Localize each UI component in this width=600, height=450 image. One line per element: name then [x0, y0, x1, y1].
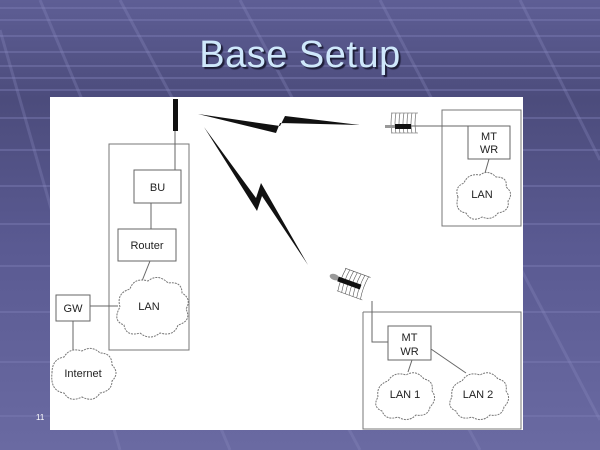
router-to-lan-line: [141, 260, 151, 282]
network-diagram: BU Router LAN GW Internet: [51, 99, 522, 430]
remote-site-1-enclosure: [441, 109, 522, 227]
router-node[interactable]: Router: [117, 228, 177, 262]
remote-site-2-enclosure: [362, 311, 522, 430]
base-lan-label: LAN: [138, 301, 159, 313]
base-antenna-icon: [173, 99, 178, 131]
remote-antenna-2-icon: [329, 267, 371, 301]
slide-title: Base Setup: [199, 34, 401, 76]
remote-2-mtwr-node[interactable]: MT WR: [387, 325, 432, 361]
wireless-link-icon-1: [198, 114, 360, 133]
bu-label: BU: [150, 182, 165, 194]
remote-1-mtwr-to-lan-line: [484, 158, 490, 174]
remote-2-lan2-cloud[interactable]: LAN 2: [449, 372, 510, 421]
antenna-2-to-mtwr-line: [371, 301, 388, 343]
router-label: Router: [130, 240, 163, 252]
remote-1-lan-cloud[interactable]: LAN: [456, 171, 512, 220]
remote-1-lan-label: LAN: [471, 189, 492, 201]
slide-number: 11: [36, 413, 45, 422]
bu-node[interactable]: BU: [133, 169, 182, 204]
internet-cloud[interactable]: Internet: [51, 347, 117, 400]
mtwr-to-lan2-line: [430, 348, 467, 374]
gw-label: GW: [64, 303, 84, 315]
antenna-1-to-mtwr-line: [411, 125, 469, 134]
remote-1-mtwr-line1: MT: [481, 131, 497, 143]
wireless-link-icon-2: [204, 127, 308, 265]
lan2-label: LAN 2: [463, 389, 494, 401]
remote-2-lan1-cloud[interactable]: LAN 1: [375, 372, 436, 421]
gw-node[interactable]: GW: [55, 294, 91, 322]
remote-1-mtwr-node[interactable]: MT WR: [467, 125, 511, 160]
base-lan-cloud[interactable]: LAN: [116, 277, 189, 338]
internet-label: Internet: [64, 368, 101, 380]
remote-2-mtwr-line2: WR: [400, 346, 418, 358]
diagram-canvas: BU Router LAN GW Internet: [50, 97, 523, 430]
base-site-enclosure: [108, 143, 190, 351]
remote-antenna-1-icon: [385, 112, 418, 134]
remote-1-mtwr-line2: WR: [480, 144, 498, 156]
lan1-label: LAN 1: [390, 389, 421, 401]
mtwr-to-lan1-line: [407, 359, 413, 373]
remote-2-mtwr-line1: MT: [402, 332, 418, 344]
